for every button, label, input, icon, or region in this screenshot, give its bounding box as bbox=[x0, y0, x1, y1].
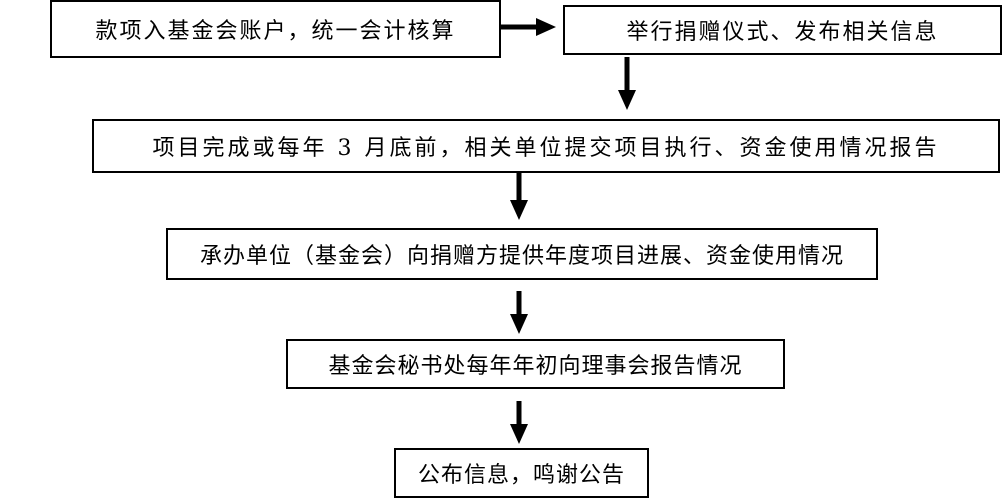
arrow-down-5-to-6 bbox=[510, 401, 528, 444]
arrow-right-1-to-2 bbox=[501, 18, 556, 36]
arrow-down-2-to-3 bbox=[618, 57, 636, 110]
step-6-label: 公布信息，鸣谢公告 bbox=[417, 463, 625, 488]
arrow-down-3-to-4 bbox=[510, 173, 528, 220]
step-6-box: 公布信息，鸣谢公告 bbox=[394, 448, 649, 498]
step-3-label: 项目完成或每年 3 月底前，相关单位提交项目执行、资金使用情况报告 bbox=[152, 136, 940, 161]
step-4-label: 承办单位（基金会）向捐赠方提供年度项目进展、资金使用情况 bbox=[199, 244, 844, 269]
step-5-label: 基金会秘书处每年年初向理事会报告情况 bbox=[328, 354, 743, 379]
step-2-box: 举行捐赠仪式、发布相关信息 bbox=[563, 5, 1002, 55]
step-5-box: 基金会秘书处每年年初向理事会报告情况 bbox=[286, 339, 785, 389]
step-4-box: 承办单位（基金会）向捐赠方提供年度项目进展、资金使用情况 bbox=[166, 228, 878, 280]
step-3-box: 项目完成或每年 3 月底前，相关单位提交项目执行、资金使用情况报告 bbox=[92, 119, 1000, 173]
step-2-label: 举行捐赠仪式、发布相关信息 bbox=[626, 20, 939, 45]
step-1-label: 款项入基金会账户，统一会计核算 bbox=[95, 19, 456, 44]
arrow-down-4-to-5 bbox=[510, 291, 528, 334]
step-1-box: 款项入基金会账户，统一会计核算 bbox=[50, 0, 501, 58]
